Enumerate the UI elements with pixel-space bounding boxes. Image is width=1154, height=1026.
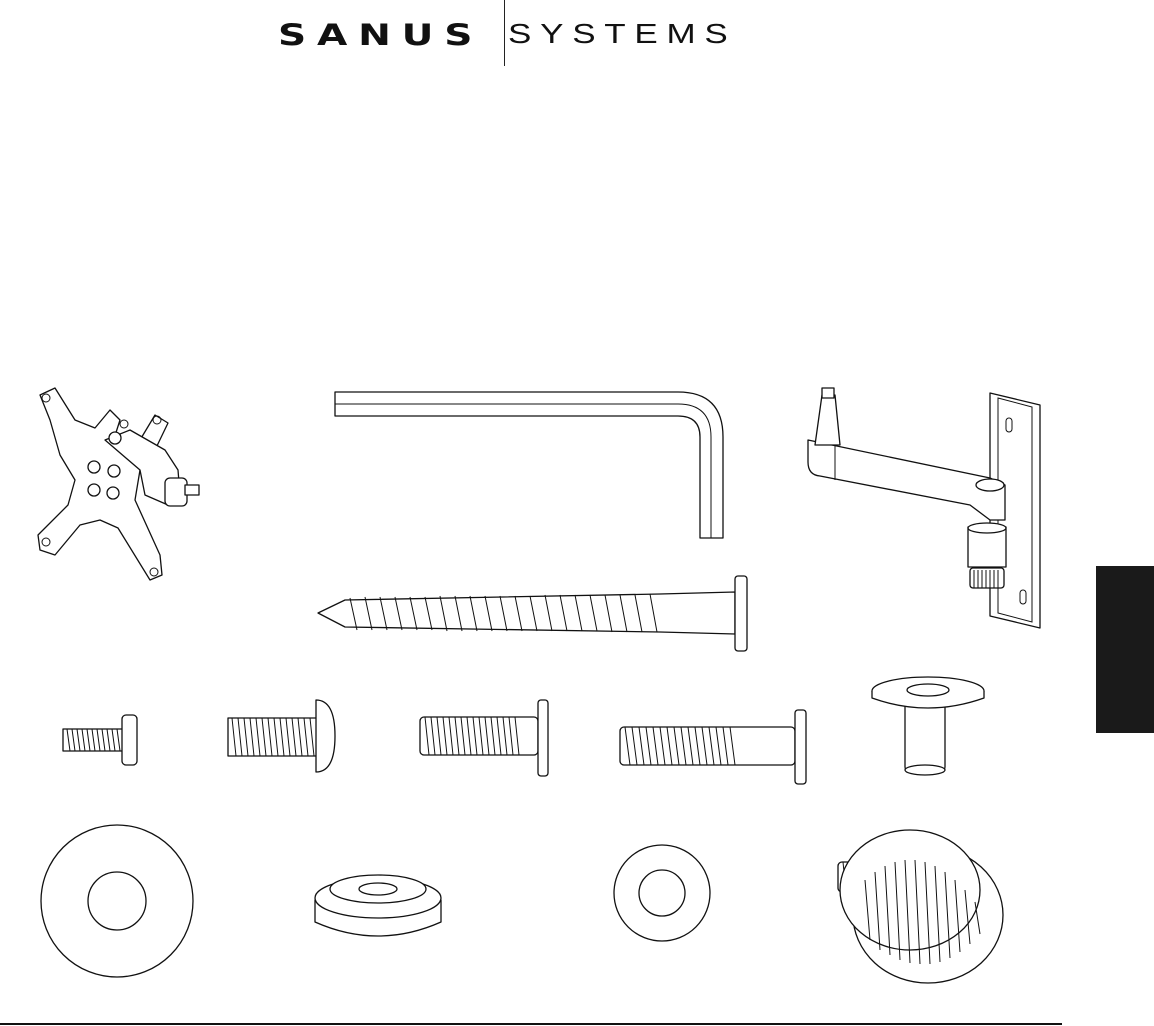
spacer-icon [872,677,984,775]
lag-bolt-icon [318,576,747,651]
small-screw-icon [63,715,137,765]
thumb-screw-icon [838,830,1003,983]
long-flat-head-bolt-icon [620,710,806,784]
beveled-washer-icon [315,875,441,936]
flat-head-bolt-icon [420,700,548,776]
small-washer-icon [614,845,710,941]
allen-wrench-icon [335,392,723,538]
wall-arm-icon [808,388,1040,628]
section-tab [1096,566,1154,733]
pan-head-bolt-icon [228,700,335,772]
large-washer-icon [41,825,193,977]
vesa-plate-icon [38,388,199,580]
bottom-rule [0,1023,1062,1025]
